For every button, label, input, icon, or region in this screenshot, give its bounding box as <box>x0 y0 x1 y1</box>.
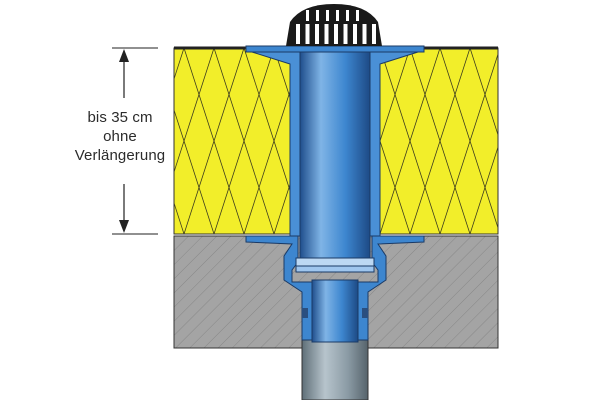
dimension-label-line2: ohne <box>103 128 137 145</box>
drain-upper-tube <box>245 45 425 267</box>
downpipe <box>301 335 369 400</box>
dimension-label-line1: bis 35 cm <box>87 109 153 126</box>
dimension-marker <box>112 47 158 235</box>
strainer-grate <box>286 4 382 46</box>
drain-lower-body <box>245 235 425 343</box>
dimension-label-line3: Verlängerung <box>74 147 166 164</box>
